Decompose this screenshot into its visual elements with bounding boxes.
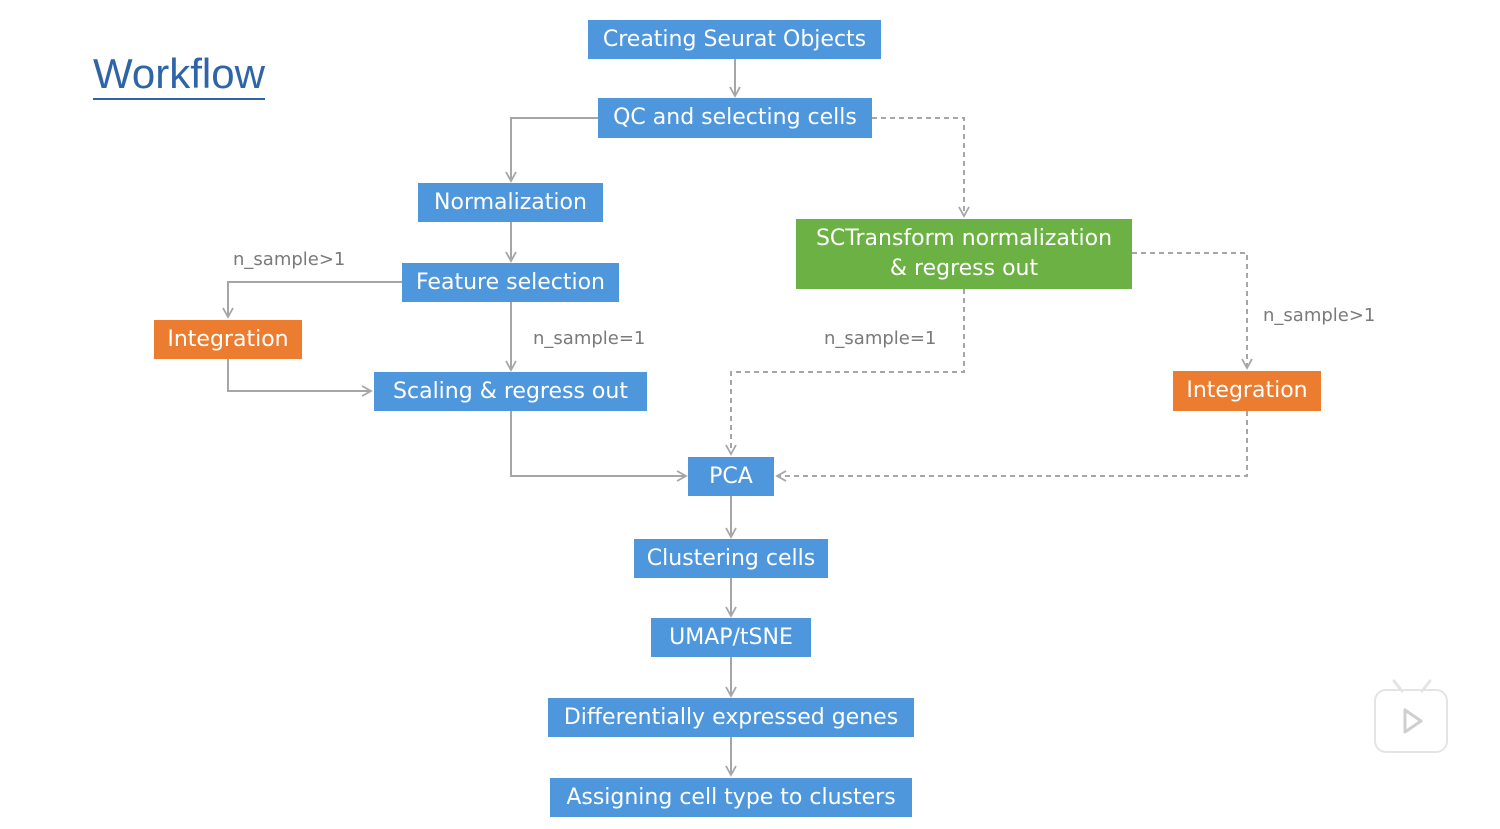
edge-integration-to-scaling	[227, 359, 373, 397]
node-pca: PCA	[688, 457, 774, 496]
play-button[interactable]	[1374, 689, 1448, 753]
edge-integration-to-pca	[775, 411, 1248, 482]
node-assign: Assigning cell type to clusters	[550, 778, 912, 817]
node-umap: UMAP/tSNE	[651, 618, 811, 657]
node-normalization: Normalization	[418, 183, 603, 222]
edge-label-right-multi: n_sample>1	[1263, 305, 1376, 326]
page-title: Workflow	[93, 50, 265, 100]
node-integration-right: Integration	[1173, 371, 1321, 411]
edge-label-left-multi: n_sample>1	[233, 249, 346, 270]
edge-label-right-single: n_sample=1	[824, 328, 937, 349]
node-sctransform: SCTransform normalization & regress out	[796, 219, 1132, 289]
node-clustering: Clustering cells	[634, 539, 828, 578]
edge-sctransform-to-integration	[1132, 252, 1253, 370]
node-feature-selection: Feature selection	[402, 263, 619, 302]
sctransform-line1: SCTransform normalization	[815, 226, 1113, 251]
node-deg: Differentially expressed genes	[548, 698, 914, 737]
node-create-seurat: Creating Seurat Objects	[588, 20, 881, 59]
node-integration-left: Integration	[154, 320, 302, 359]
sctransform-line2: & regress out	[889, 256, 1039, 281]
edge-label-left-single: n_sample=1	[533, 328, 646, 349]
player-ears-icon	[1392, 679, 1432, 693]
node-qc: QC and selecting cells	[598, 98, 872, 138]
node-scaling: Scaling & regress out	[374, 372, 647, 411]
edge-qc-to-sctransform	[872, 117, 970, 218]
edge-feature-to-integration	[222, 281, 402, 319]
edge-qc-to-normalization	[505, 117, 598, 183]
play-icon	[1403, 708, 1423, 734]
edge-scaling-to-pca	[510, 411, 688, 482]
edge-sctransform-to-pca	[725, 289, 965, 456]
